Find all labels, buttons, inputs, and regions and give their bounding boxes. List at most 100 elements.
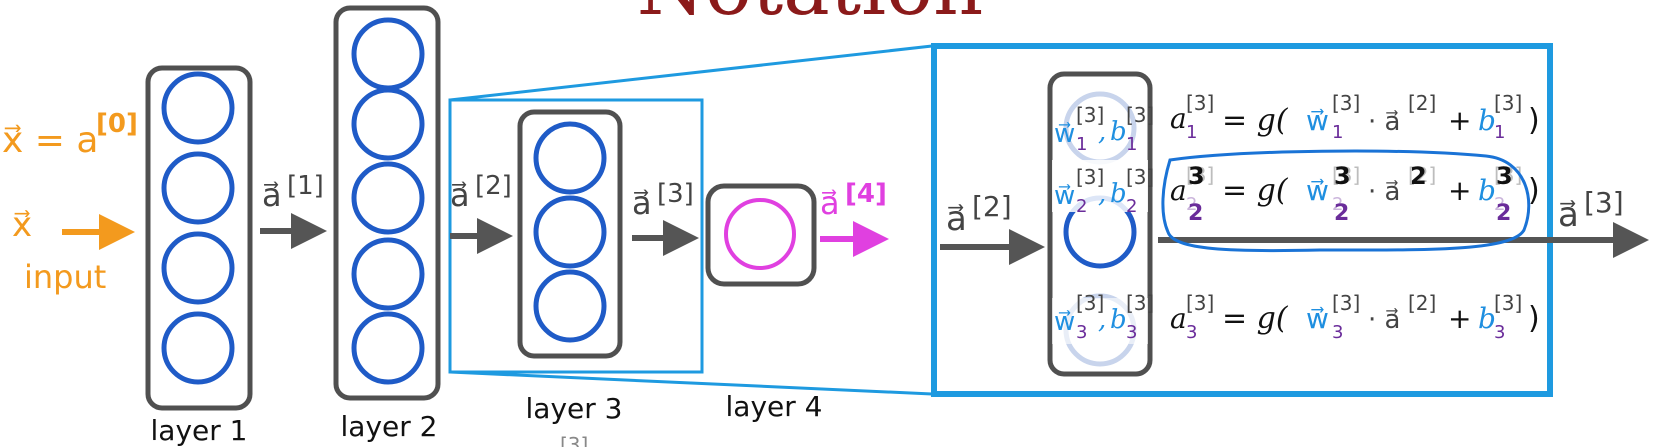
bottom-fragment: [3]	[560, 433, 588, 447]
a3-superscript: [3]	[657, 179, 694, 209]
unit2-w-sup: [3]	[1076, 165, 1104, 189]
x-input-symbol: x⃗	[12, 205, 32, 245]
eq3-mid: = g(	[1222, 301, 1289, 336]
eq3-b: b	[1478, 302, 1496, 335]
eq2-w-sup: [3]	[1332, 163, 1360, 187]
eq2-a-sup: [3]	[1186, 163, 1214, 187]
unit1-w-sup: [3]	[1076, 103, 1104, 127]
a4-superscript: [4]	[845, 179, 887, 209]
layer1-neuron	[161, 151, 235, 225]
eq1-b: b	[1478, 104, 1496, 137]
unit3-w: w⃗	[1054, 307, 1075, 337]
layer4-box	[705, 183, 817, 287]
eq3-dot: · a⃗	[1368, 305, 1400, 335]
eq2-a: a	[1170, 174, 1187, 207]
layer1-neuron	[161, 71, 235, 145]
unit2-params: w⃗ [3] 2 , b [3] 2	[1054, 165, 1154, 217]
equation-unit3: a [3] 3 = g( w⃗ [3] 3 · a⃗ [2] + b [3] 3…	[1170, 291, 1540, 343]
a2-label: a⃗	[450, 176, 470, 214]
unit1-w-sub: 1	[1076, 134, 1087, 155]
eq1-a: a	[1170, 102, 1187, 135]
layer3-label: layer 3	[526, 392, 623, 425]
eq3-w-sub: 3	[1332, 322, 1343, 343]
a3-label: a⃗	[632, 184, 652, 222]
layer2-neuron	[351, 311, 425, 385]
hw-b-sub: 2	[1496, 201, 1511, 226]
eq3-plus: +	[1448, 302, 1471, 335]
eq2-dot: · a⃗	[1368, 177, 1400, 207]
zoom-connector-top	[449, 44, 933, 102]
eq2-prev-sup: [2]	[1408, 163, 1436, 187]
eq2-a-sub: 2	[1186, 194, 1197, 215]
eq3-a: a	[1170, 302, 1187, 335]
layer3-neuron	[533, 195, 607, 269]
eq2-w: w⃗	[1306, 174, 1329, 207]
zoom-a2-superscript: [2]	[972, 190, 1012, 223]
unit2-b-letter: b	[1110, 179, 1127, 209]
layer2-neuron	[351, 17, 425, 91]
eq1-close: )	[1528, 103, 1540, 138]
zoom-neuron-3-label-band	[1052, 298, 1148, 344]
eq3-prev-sup: [2]	[1408, 291, 1436, 315]
unit1-b: ,	[1098, 117, 1106, 147]
eq2-b: b	[1478, 174, 1496, 207]
eq1-a-sup: [3]	[1186, 91, 1214, 115]
eq1-prev-sup: [2]	[1408, 91, 1436, 115]
eq1-w-sub: 1	[1332, 122, 1343, 143]
layer4-label: layer 4	[726, 390, 823, 423]
eq1-b-sup: [3]	[1494, 91, 1522, 115]
layer2-label: layer 2	[341, 410, 438, 443]
eq2-b-sup: [3]	[1494, 163, 1522, 187]
layer2-neuron	[351, 87, 425, 161]
eq1-dot: · a⃗	[1368, 107, 1400, 137]
a0-superscript: [0]	[96, 109, 138, 139]
eq1-plus: +	[1448, 104, 1471, 137]
unit1-w: w⃗	[1054, 119, 1075, 149]
slide-title: Notation	[637, 0, 984, 33]
layer1-neuron	[161, 311, 235, 385]
x-equals-a0-label: x⃗ = a	[2, 120, 98, 161]
eq1-w: w⃗	[1306, 104, 1329, 137]
eq1-mid: = g(	[1222, 103, 1289, 138]
eq1-b-sub: 1	[1494, 122, 1505, 143]
eq3-a-sub: 3	[1186, 322, 1197, 343]
a1-superscript: [1]	[287, 171, 324, 201]
eq1-a-sub: 1	[1186, 122, 1197, 143]
unit1-b-letter: b	[1110, 117, 1127, 147]
layer3-neuron	[533, 269, 607, 343]
unit3-b-letter: b	[1110, 305, 1127, 335]
unit2-w-sub: 2	[1076, 196, 1087, 217]
hw-a-sub: 2	[1188, 201, 1203, 226]
unit3-w-sup: [3]	[1076, 291, 1104, 315]
a2-superscript: [2]	[475, 171, 512, 201]
unit3-w-sub: 3	[1076, 322, 1087, 343]
eq2-plus: +	[1448, 174, 1471, 207]
eq1-w-sup: [3]	[1332, 91, 1360, 115]
equation-unit2: a [3] 2 = g( w⃗ [3] 2 · a⃗ [2] + b [3] 2…	[1170, 163, 1540, 215]
layer2-box	[333, 5, 441, 401]
layer3-box	[517, 109, 623, 359]
hw-w-sub: 2	[1334, 201, 1349, 226]
eq2-w-sub: 2	[1332, 194, 1343, 215]
unit2-b-sub: 2	[1126, 196, 1137, 217]
a4-label: a⃗	[820, 184, 840, 222]
zoom-panel	[931, 43, 1553, 397]
eq3-close: )	[1528, 301, 1540, 336]
hw-a-sup: 3	[1188, 162, 1205, 190]
eq2-mid: = g(	[1222, 173, 1289, 208]
unit2-b-sup: [3]	[1126, 165, 1154, 189]
eq3-w: w⃗	[1306, 302, 1329, 335]
layer2-neuron	[351, 237, 425, 311]
zoom-layer-box	[1047, 71, 1153, 377]
unit3-comma: ,	[1098, 305, 1106, 335]
a1-label: a⃗	[262, 176, 282, 214]
eq3-b-sup: [3]	[1494, 291, 1522, 315]
unit1-b-sup: [3]	[1126, 103, 1154, 127]
layer2-neuron	[351, 161, 425, 235]
unit1-b-sub: 1	[1126, 134, 1137, 155]
hw-circle-equation2	[1161, 149, 1531, 253]
eq3-w-sup: [3]	[1332, 291, 1360, 315]
unit1-params: w⃗ [3] 1 , b [3] 1	[1054, 103, 1154, 155]
layer1-neuron	[161, 231, 235, 305]
